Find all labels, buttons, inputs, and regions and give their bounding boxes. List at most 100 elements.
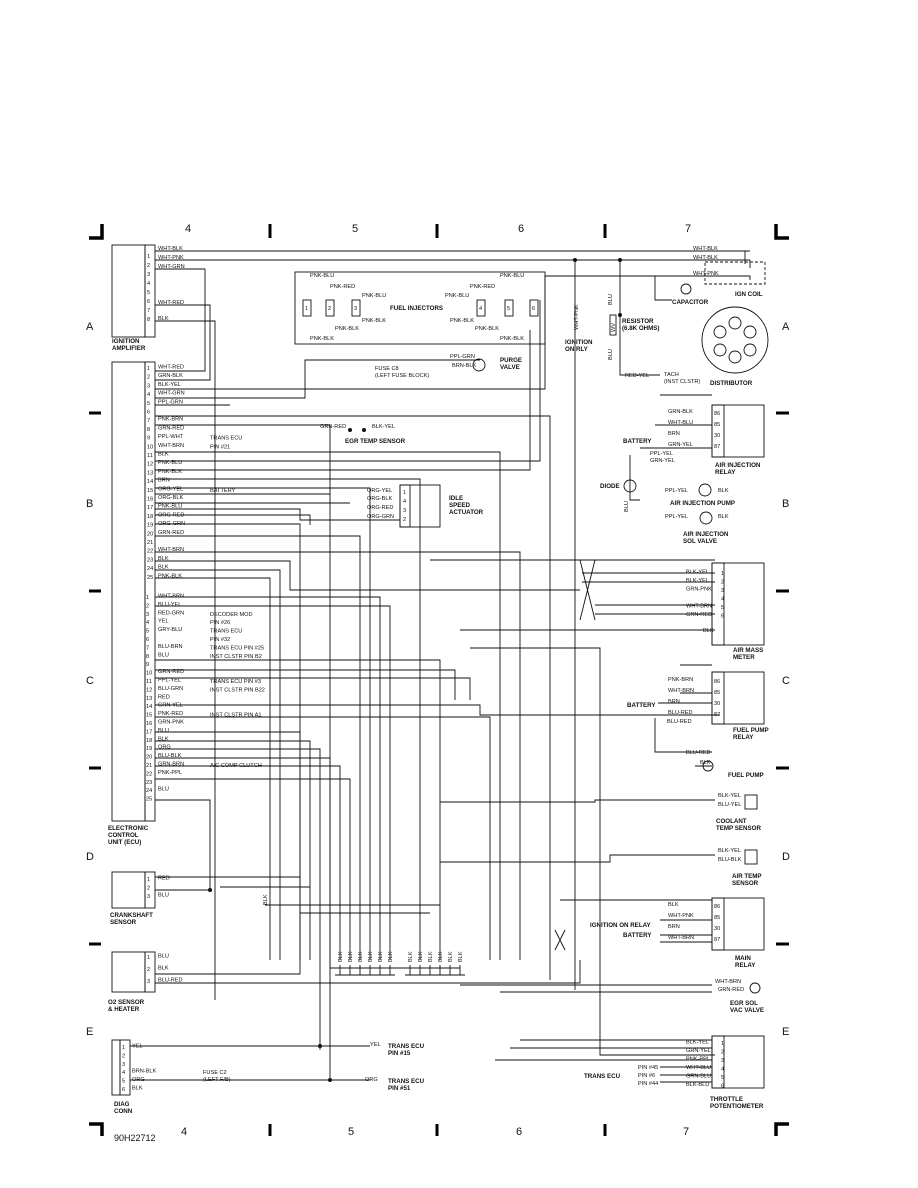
relay-pin: 30 xyxy=(714,926,720,932)
wire-label: BLU-YEL xyxy=(718,802,741,808)
wire-label: PPL-GRN xyxy=(450,354,475,360)
pin-number: 14 xyxy=(146,704,152,710)
pin-number: 13 xyxy=(146,696,152,702)
wire-label: WHT-BLU xyxy=(668,420,693,426)
pin-number: 25 xyxy=(147,575,153,581)
pin-number: 6 xyxy=(721,1084,724,1090)
wire-label: BLK xyxy=(158,736,169,742)
wire-label: WHT-BRN xyxy=(715,979,741,985)
column-label: 5 xyxy=(348,1126,354,1138)
ground-label: BLK xyxy=(388,951,394,962)
wire-label: BLU xyxy=(158,787,169,793)
wire-label: PPL-YEL xyxy=(665,488,688,494)
wire-label: BRN xyxy=(668,431,680,437)
relay-pin: 85 xyxy=(714,422,720,428)
pin-number: 4 xyxy=(146,620,149,626)
relay-pin: 85 xyxy=(714,915,720,921)
fuel-injectors-label: FUEL INJECTORS xyxy=(390,305,443,312)
page-frame xyxy=(89,224,789,1136)
wire-label: GRN-BLK xyxy=(668,409,693,415)
wire-label: BLU-BRN xyxy=(158,644,183,650)
wire-label: GRN-RED xyxy=(158,425,184,431)
wire-label: WHT-PNK xyxy=(574,304,580,330)
wire-label: RED-GRN xyxy=(158,610,184,616)
wire-label: BLK-YEL xyxy=(718,793,741,799)
pin-note: A/C COMP CLUTCH xyxy=(210,763,262,769)
pin-number: 21 xyxy=(146,763,152,769)
pin-number: 6 xyxy=(721,614,724,620)
pin-number: 5 xyxy=(721,1075,724,1081)
fuse-c2-label: FUSE C2(LEFT F/B) xyxy=(203,1070,231,1083)
ground-label: BLK xyxy=(458,951,464,962)
pin-number: 3 xyxy=(146,612,149,618)
wire-label: PNK-BLK xyxy=(362,318,386,324)
o2-sensor-label: O2 SENSOR& HEATER xyxy=(108,999,145,1013)
wire-label: ORG-BLK xyxy=(367,496,392,502)
pin-note: TRANS ECU PIN #25 xyxy=(210,645,264,651)
wire-label: ORG xyxy=(365,1077,378,1083)
wire-label: YEL xyxy=(132,1044,143,1050)
wire-label: GRN-RED xyxy=(686,612,712,618)
column-label: 4 xyxy=(185,223,191,235)
wire-label: PPL-YEL xyxy=(665,514,688,520)
pin-number: 4 xyxy=(721,597,724,603)
row-labels: A B C D E A B C D E xyxy=(86,321,790,1038)
pin-note: TRANS ECU PIN #3 xyxy=(210,679,261,685)
row-label: E xyxy=(782,1026,789,1038)
battery-label: BATTERY xyxy=(623,932,652,939)
pin-number: 6 xyxy=(122,1087,125,1093)
pin-note: INST CLSTR PIN A1 xyxy=(210,713,262,719)
battery-label: BATTERY xyxy=(627,702,656,709)
pin-number: 1 xyxy=(147,877,150,883)
wire-label: GRN-PNK xyxy=(158,720,184,726)
pin-number: 19 xyxy=(147,523,153,529)
pin-number: 12 xyxy=(147,462,153,468)
wire-label: PNK-BLK xyxy=(335,326,359,332)
pin-number: 12 xyxy=(146,687,152,693)
pin-number: 16 xyxy=(147,497,153,503)
wire-label: GRN-YEL xyxy=(686,1048,711,1054)
row-label: C xyxy=(86,675,94,687)
pin-number: 4 xyxy=(122,1070,125,1076)
wire-label: GRN-RED xyxy=(158,669,184,675)
pin-number: 1 xyxy=(147,366,150,372)
wire-label: GRN-YEL xyxy=(668,442,693,448)
column-label: 7 xyxy=(685,223,691,235)
relay-pin: 86 xyxy=(714,679,720,685)
wire-label: ORG-BLK xyxy=(158,495,183,501)
relay-pin: 85 xyxy=(714,690,720,696)
wire-label: WHT-BRN xyxy=(158,443,184,449)
wire-label: BLK-YEL xyxy=(686,570,709,576)
wire-label: BLK xyxy=(158,556,169,562)
pin-number: 24 xyxy=(146,788,152,794)
wire-label: RED xyxy=(158,694,170,700)
relay-pin: 86 xyxy=(714,904,720,910)
pin-number: 8 xyxy=(147,317,150,323)
connector-blocks xyxy=(111,244,769,1096)
wire-label: BRN xyxy=(668,924,680,930)
trans-pin: PIN #44 xyxy=(638,1081,658,1087)
pin-number: 3 xyxy=(147,894,150,900)
pin-number: 2 xyxy=(122,1053,125,1059)
wire-label: PNK-BRN xyxy=(158,417,183,423)
fuel-pump-label: FUEL PUMP xyxy=(728,772,764,779)
wire-label: YEL xyxy=(370,1042,381,1048)
ground-label: BLK xyxy=(448,951,454,962)
pin-note: PIN #26 xyxy=(210,620,230,626)
wire-label: BLK-YEL xyxy=(718,848,741,854)
wire-label: PPL-YEL xyxy=(650,451,673,457)
wire-label: ORG-YEL xyxy=(367,488,392,494)
pin-number: 6 xyxy=(146,637,149,643)
wire-label: PNK-BLK xyxy=(158,469,182,475)
wire-label: BRN xyxy=(668,699,680,705)
wire-label: WHT-BRN xyxy=(686,604,712,610)
wire-label: WHT-PNK xyxy=(693,271,719,277)
